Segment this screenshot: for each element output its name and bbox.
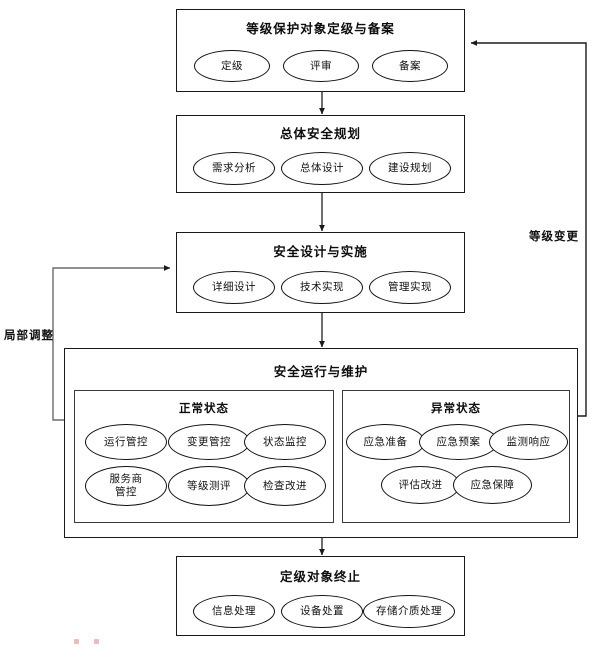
node-ellipse-dingji[interactable]: 定级	[194, 50, 270, 82]
subgroup-title-abnormal-state: 异常状态	[431, 401, 481, 415]
node-ellipse-zongtisheji[interactable]: 总体设计	[281, 152, 363, 185]
node-ellipse-pingugaijin[interactable]: 评估改进	[381, 466, 460, 504]
node-ellipse-shebeichuzhi[interactable]: 设备处置	[281, 595, 363, 628]
label-level-change: 等级变更	[529, 229, 579, 243]
stage-box-security-operation-maintenance[interactable]: 安全运行与维护 正常状态 运行管控 变更管控 状态监控 服务商 管控 等级测评 …	[64, 348, 578, 538]
node-ellipse-jiancexiangying[interactable]: 监测响应	[489, 424, 568, 460]
node-ellipse-jianchagaijin[interactable]: 检查改进	[244, 466, 326, 506]
subgroup-box-normal-state[interactable]: 正常状态 运行管控 变更管控 状态监控 服务商 管控 等级测评 检查改进	[74, 390, 334, 523]
node-ellipse-jishushixian[interactable]: 技术实现	[281, 271, 363, 304]
decorative-dot-2	[94, 639, 99, 644]
stage-box-grading-filing[interactable]: 等级保护对象定级与备案 定级 评审 备案	[176, 9, 465, 92]
node-ellipse-zhuangtaijiankong[interactable]: 状态监控	[244, 424, 326, 460]
node-ellipse-beian[interactable]: 备案	[372, 50, 448, 82]
node-ellipse-fuwushangguankong-label: 服务商 管控	[109, 473, 143, 498]
node-ellipse-xinxichuli[interactable]: 信息处理	[193, 595, 275, 628]
stage-title-grading-filing: 等级保护对象定级与备案	[246, 21, 395, 36]
node-ellipse-pingshen[interactable]: 评审	[283, 50, 359, 82]
node-ellipse-yingjizhunbei[interactable]: 应急准备	[346, 424, 425, 460]
node-ellipse-yingjiyuan[interactable]: 应急预案	[419, 424, 498, 460]
node-ellipse-biangengguankong[interactable]: 变更管控	[168, 424, 250, 460]
node-ellipse-fuwushangguankong[interactable]: 服务商 管控	[85, 466, 167, 506]
subgroup-box-abnormal-state[interactable]: 异常状态 应急准备 应急预案 监测响应 评估改进 应急保障	[342, 390, 570, 523]
decorative-dot-1	[74, 639, 79, 644]
label-local-adjustment: 局部调整	[4, 328, 54, 342]
node-ellipse-dengjicepingp[interactable]: 等级测评	[168, 466, 250, 506]
node-ellipse-cunchujiezhichuli[interactable]: 存储介质处理	[363, 595, 455, 628]
stage-title-object-termination: 定级对象终止	[279, 569, 361, 584]
subgroup-title-normal-state: 正常状态	[179, 401, 229, 415]
node-ellipse-guanlishixian[interactable]: 管理实现	[369, 271, 451, 304]
node-ellipse-xiangxisheji[interactable]: 详细设计	[193, 271, 275, 304]
node-ellipse-yunxingguankong[interactable]: 运行管控	[85, 424, 167, 460]
stage-title-security-design-implementation: 安全设计与实施	[273, 244, 368, 259]
stage-box-security-design-implementation[interactable]: 安全设计与实施 详细设计 技术实现 管理实现	[176, 232, 465, 313]
stage-title-security-operation-maintenance: 安全运行与维护	[273, 364, 369, 379]
node-ellipse-yingjibaozhang[interactable]: 应急保障	[453, 466, 532, 504]
stage-box-object-termination[interactable]: 定级对象终止 信息处理 设备处置 存储介质处理	[176, 556, 465, 636]
node-ellipse-jiansheguihua[interactable]: 建设规划	[369, 152, 451, 185]
node-ellipse-xuqiufenxi[interactable]: 需求分析	[193, 152, 275, 185]
stage-title-overall-security-planning: 总体安全规划	[279, 126, 361, 141]
stage-box-overall-security-planning[interactable]: 总体安全规划 需求分析 总体设计 建设规划	[176, 115, 465, 193]
